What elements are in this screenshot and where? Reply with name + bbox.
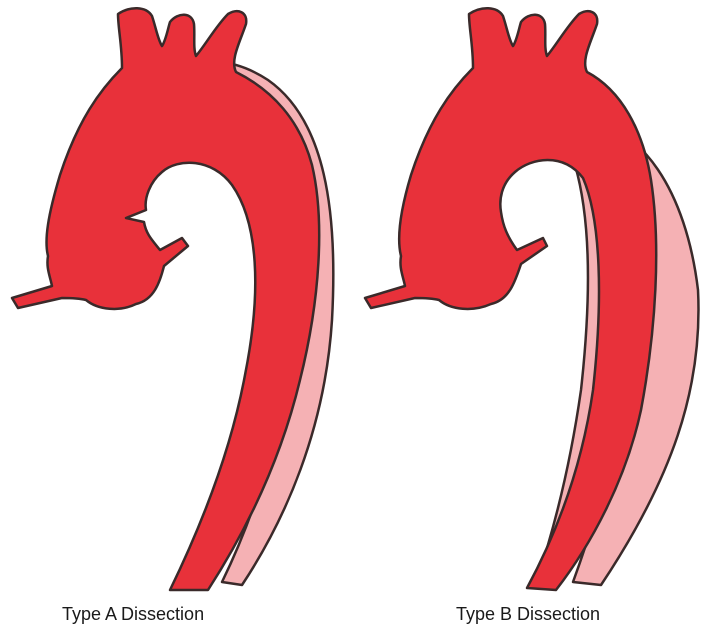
type-a-aorta-illustration [0, 0, 350, 600]
panel-type-b: Type B Dissection [351, 0, 701, 634]
type-a-caption: Type A Dissection [62, 604, 204, 625]
type-b-caption: Type B Dissection [456, 604, 600, 625]
panel-type-a: Type A Dissection [0, 0, 350, 634]
type-b-aorta-illustration [351, 0, 701, 600]
